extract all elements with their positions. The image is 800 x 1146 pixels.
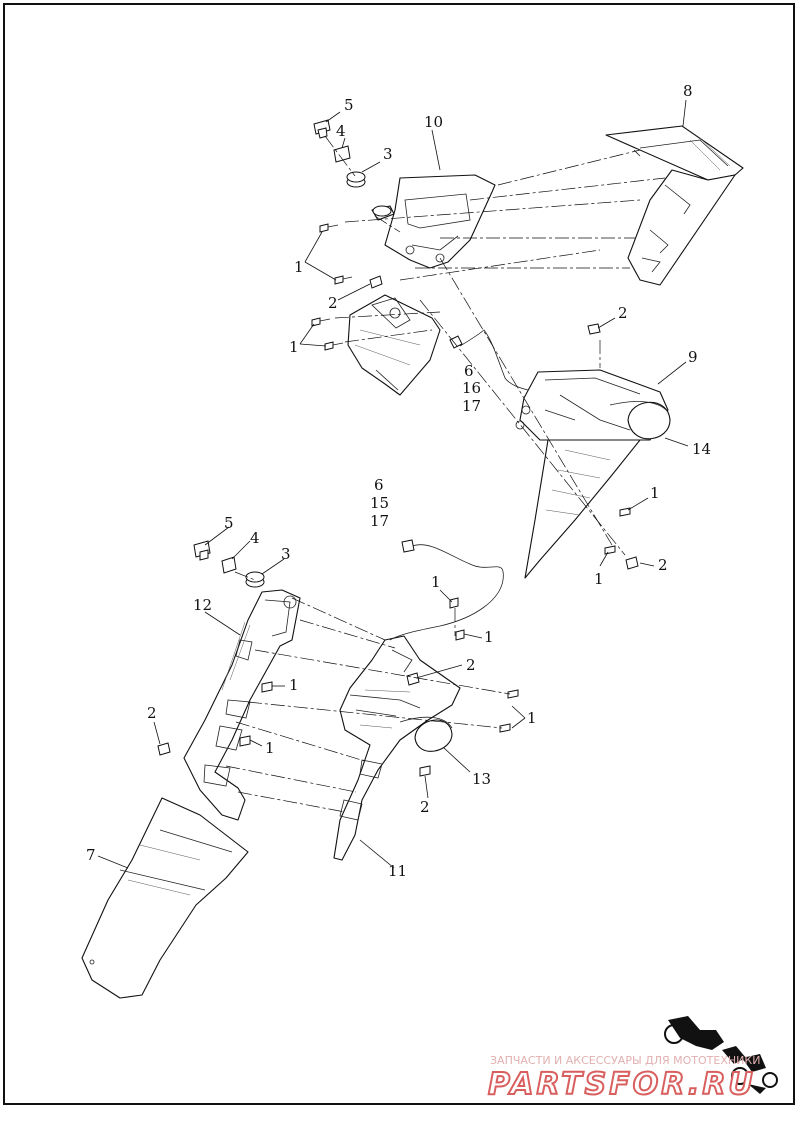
callout-2-upper-c: 2	[658, 556, 668, 574]
callout-1-lower-b: 1	[484, 628, 494, 646]
callout-14: 14	[692, 440, 711, 458]
part-12-outer-panel	[183, 589, 301, 821]
callout-11: 11	[388, 862, 407, 880]
part-14-lens	[609, 401, 671, 440]
part-13-lens	[399, 716, 453, 752]
callout-17-lower: 17	[370, 512, 389, 530]
callout-2-lower-c: 2	[420, 798, 430, 816]
callout-3-upper: 3	[383, 145, 393, 163]
callout-17-upper: 17	[462, 397, 481, 415]
callout-2-upper-a: 2	[328, 294, 338, 312]
part-11-inner-panel	[333, 635, 461, 861]
callout-2-lower-a: 2	[466, 656, 476, 674]
leader-lines	[97, 99, 689, 869]
watermark-text: ЗАПЧАСТИ И АКСЕССУАРЫ ДЛЯ МОТОТЕХНИКИ	[490, 1054, 760, 1067]
part-7-side-panel	[81, 797, 249, 999]
callout-15: 15	[370, 494, 389, 512]
part-9-fairing-housing	[515, 369, 669, 579]
callout-16: 16	[462, 379, 481, 397]
callout-1-lower-d: 1	[527, 709, 537, 727]
callout-5-lower: 5	[224, 514, 234, 532]
callout-2-upper-b: 2	[618, 304, 628, 322]
wire-harness-lower	[389, 539, 504, 641]
callout-1-lower-e: 1	[265, 739, 275, 757]
callout-1-upper-c: 1	[650, 484, 660, 502]
callout-8: 8	[683, 82, 693, 100]
callout-6-upper: 6	[464, 362, 474, 380]
callout-4-lower: 4	[250, 529, 260, 547]
callout-1-upper-b: 1	[289, 338, 299, 356]
lower-hardware	[193, 540, 265, 588]
lower-screws	[157, 597, 519, 777]
callout-13: 13	[472, 770, 491, 788]
motorcycle-icon	[664, 1016, 778, 1094]
watermark-brand: PARTSFOR.RU	[488, 1067, 756, 1102]
lower-assembly-lines	[225, 571, 511, 813]
callout-6-lower: 6	[374, 476, 384, 494]
callout-1-lower-a: 1	[431, 573, 441, 591]
upper-hardware	[313, 119, 366, 188]
callout-12: 12	[193, 596, 212, 614]
upper-lower-panel	[347, 294, 441, 396]
wire-harness-upper	[449, 329, 529, 391]
callout-1-upper-d: 1	[594, 570, 604, 588]
callout-2-lower-b: 2	[147, 704, 157, 722]
part-8-deflector	[605, 125, 744, 286]
part-10-upper-bracket	[371, 174, 496, 269]
callout-1-upper-a: 1	[294, 258, 304, 276]
callout-9: 9	[688, 348, 698, 366]
callout-3-lower: 3	[281, 545, 291, 563]
callout-7: 7	[86, 846, 96, 864]
callout-1-lower-c: 1	[289, 676, 299, 694]
drawing-frame	[3, 3, 795, 1105]
callout-5-upper: 5	[344, 96, 354, 114]
callout-10: 10	[424, 113, 443, 131]
callout-labels: 5 4 3 10 8 1 2 1 2 9 6 16 17 14 1 1 2 6 …	[86, 82, 711, 880]
callout-4-upper: 4	[336, 122, 346, 140]
upper-assembly-lines	[324, 135, 666, 556]
watermark: ЗАПЧАСТИ И АКСЕССУАРЫ ДЛЯ МОТОТЕХНИКИ PA…	[487, 1016, 778, 1103]
